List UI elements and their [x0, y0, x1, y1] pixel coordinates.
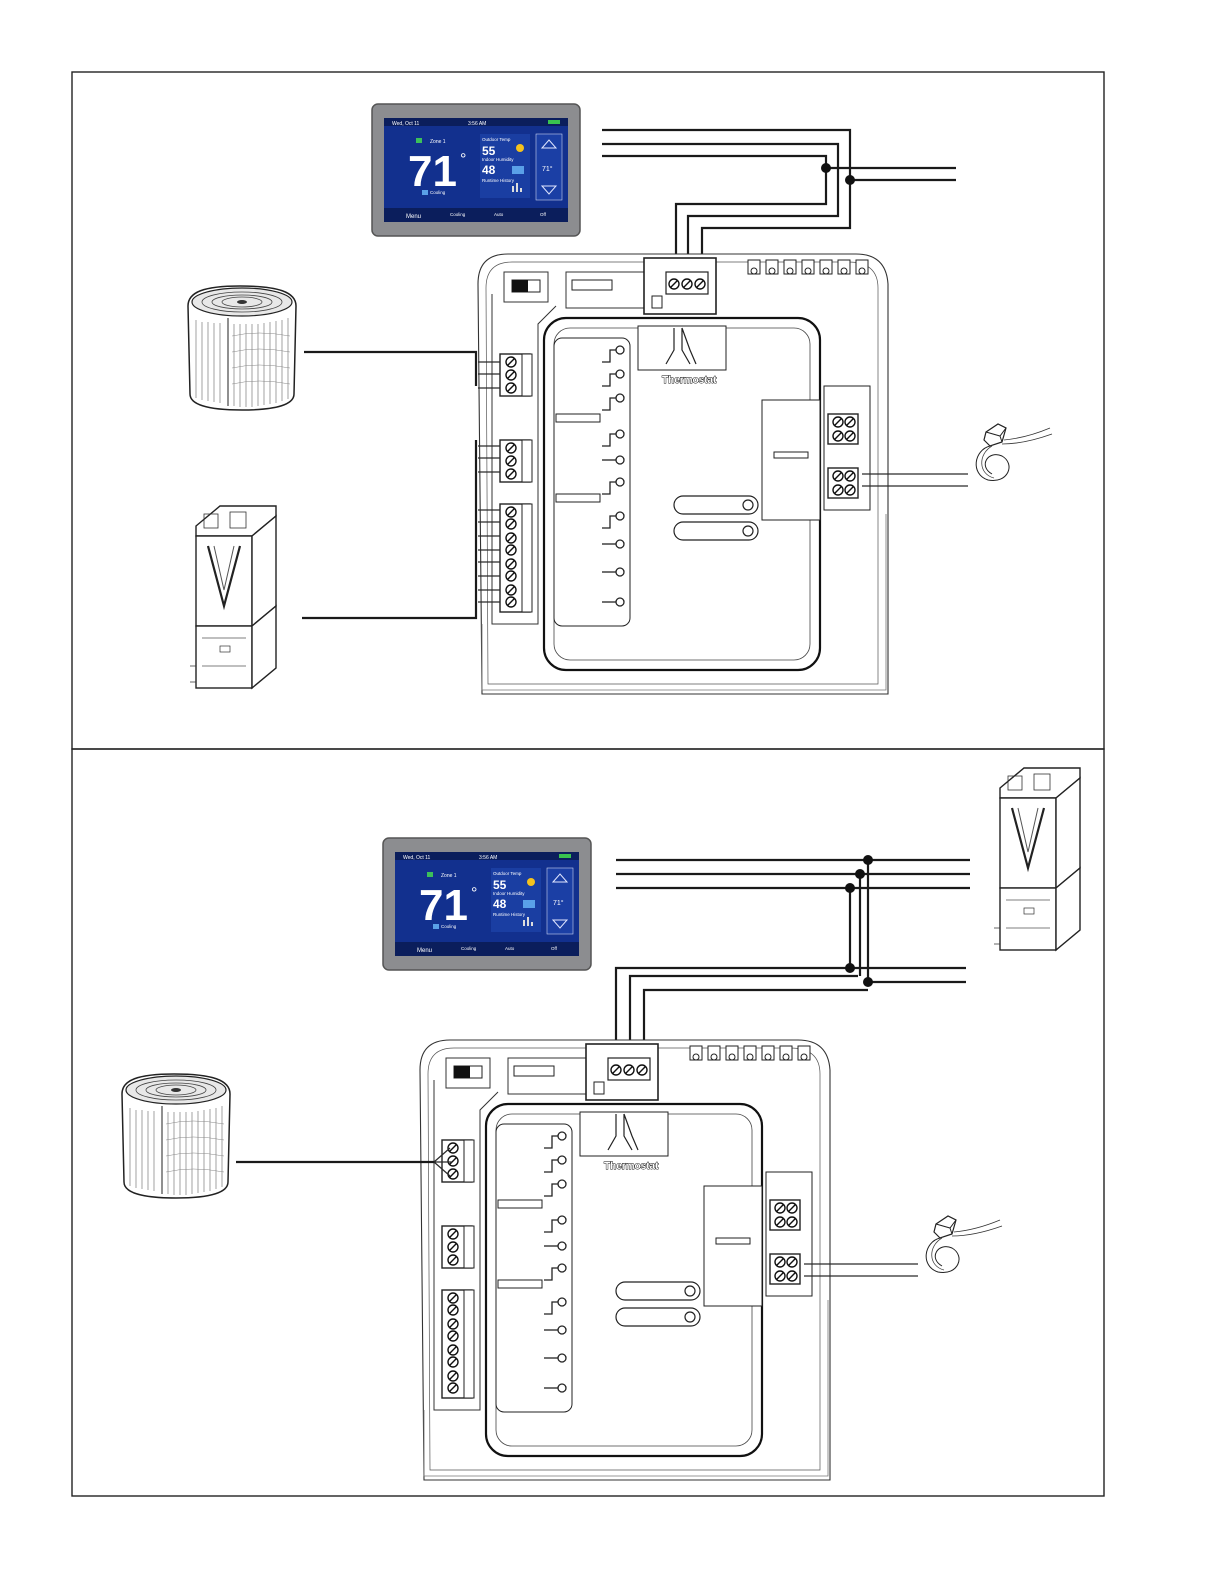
- thermostat-lower: Wed, Oct 11 3:56 AM Zone 1 71 ° Outdoor …: [383, 838, 591, 970]
- junction-node: [863, 977, 873, 987]
- sensor-upper: [976, 424, 1052, 481]
- tstat-history-label: Runtime History: [493, 912, 526, 917]
- tstat-mode: Cooling: [430, 190, 446, 195]
- control-board-lower: Thermostat: [420, 1040, 830, 1480]
- tstat-zone: Zone 1: [430, 139, 446, 145]
- upper-diagram: Wed, Oct 11 3:56 AM Zone 1 71 ° Outdoor …: [188, 104, 1052, 694]
- tstat-temperature: 71: [419, 881, 468, 930]
- tstat-history-label: Runtime History: [482, 178, 515, 183]
- junction-node: [821, 163, 831, 173]
- tstat-outdoor-value: 55: [493, 878, 507, 892]
- tstat-fan-label[interactable]: Auto: [505, 946, 515, 951]
- upper-air-handler-wires: [302, 440, 500, 618]
- tstat-setpoint: 71°: [553, 899, 564, 907]
- junction-node: [863, 855, 873, 865]
- tstat-time: 3:56 AM: [479, 855, 497, 861]
- tstat-setpoint: 71°: [542, 165, 553, 173]
- tstat-off-label[interactable]: Off: [540, 212, 547, 217]
- tstat-cooling-label[interactable]: Cooling: [461, 946, 477, 951]
- outdoor-condenser-upper: [188, 286, 296, 410]
- outdoor-condenser-lower: [122, 1074, 230, 1198]
- junction-node: [855, 869, 865, 879]
- tstat-outdoor-label: Outdoor Temp: [493, 871, 522, 876]
- board-label: Thermostat: [662, 375, 717, 386]
- tstat-date: Wed, Oct 11: [403, 855, 431, 861]
- tstat-off-label[interactable]: Off: [551, 946, 558, 951]
- tstat-degree: °: [471, 885, 477, 902]
- air-handler-lower: [994, 768, 1080, 950]
- air-handler-upper: [190, 506, 276, 688]
- tstat-mode: Cooling: [441, 924, 457, 929]
- tstat-fan-label[interactable]: Auto: [494, 212, 504, 217]
- junction-node: [845, 175, 855, 185]
- tstat-menu-label[interactable]: Menu: [406, 214, 421, 220]
- junction-node: [845, 963, 855, 973]
- tstat-outdoor-value: 55: [482, 144, 496, 158]
- tstat-zone: Zone 1: [441, 873, 457, 879]
- junction-node: [845, 883, 855, 893]
- lower-thermostat-wires: [616, 855, 970, 1060]
- board-label: Thermostat: [604, 1161, 659, 1172]
- lower-diagram: Wed, Oct 11 3:56 AM Zone 1 71 ° Outdoor …: [122, 768, 1080, 1480]
- tstat-cooling-label[interactable]: Cooling: [450, 212, 466, 217]
- sensor-lower: [926, 1216, 1002, 1273]
- upper-thermostat-wires: [602, 130, 956, 268]
- tstat-humidity-label: Indoor Humidity: [493, 891, 525, 896]
- tstat-humidity-label: Indoor Humidity: [482, 157, 514, 162]
- lower-condenser-wires: [236, 1148, 452, 1176]
- tstat-outdoor-label: Outdoor Temp: [482, 137, 511, 142]
- tstat-menu-label[interactable]: Menu: [417, 948, 432, 954]
- tstat-temperature: 71: [408, 147, 457, 196]
- thermostat-upper: Wed, Oct 11 3:56 AM Zone 1 71 ° Outdoor …: [372, 104, 580, 236]
- tstat-degree: °: [460, 151, 466, 168]
- tstat-time: 3:56 AM: [468, 121, 486, 127]
- tstat-date: Wed, Oct 11: [392, 121, 420, 127]
- tstat-humidity-value: 48: [493, 897, 507, 911]
- upper-condenser-wires: [304, 352, 500, 388]
- tstat-humidity-value: 48: [482, 163, 496, 177]
- control-board-upper: Thermostat: [478, 254, 888, 694]
